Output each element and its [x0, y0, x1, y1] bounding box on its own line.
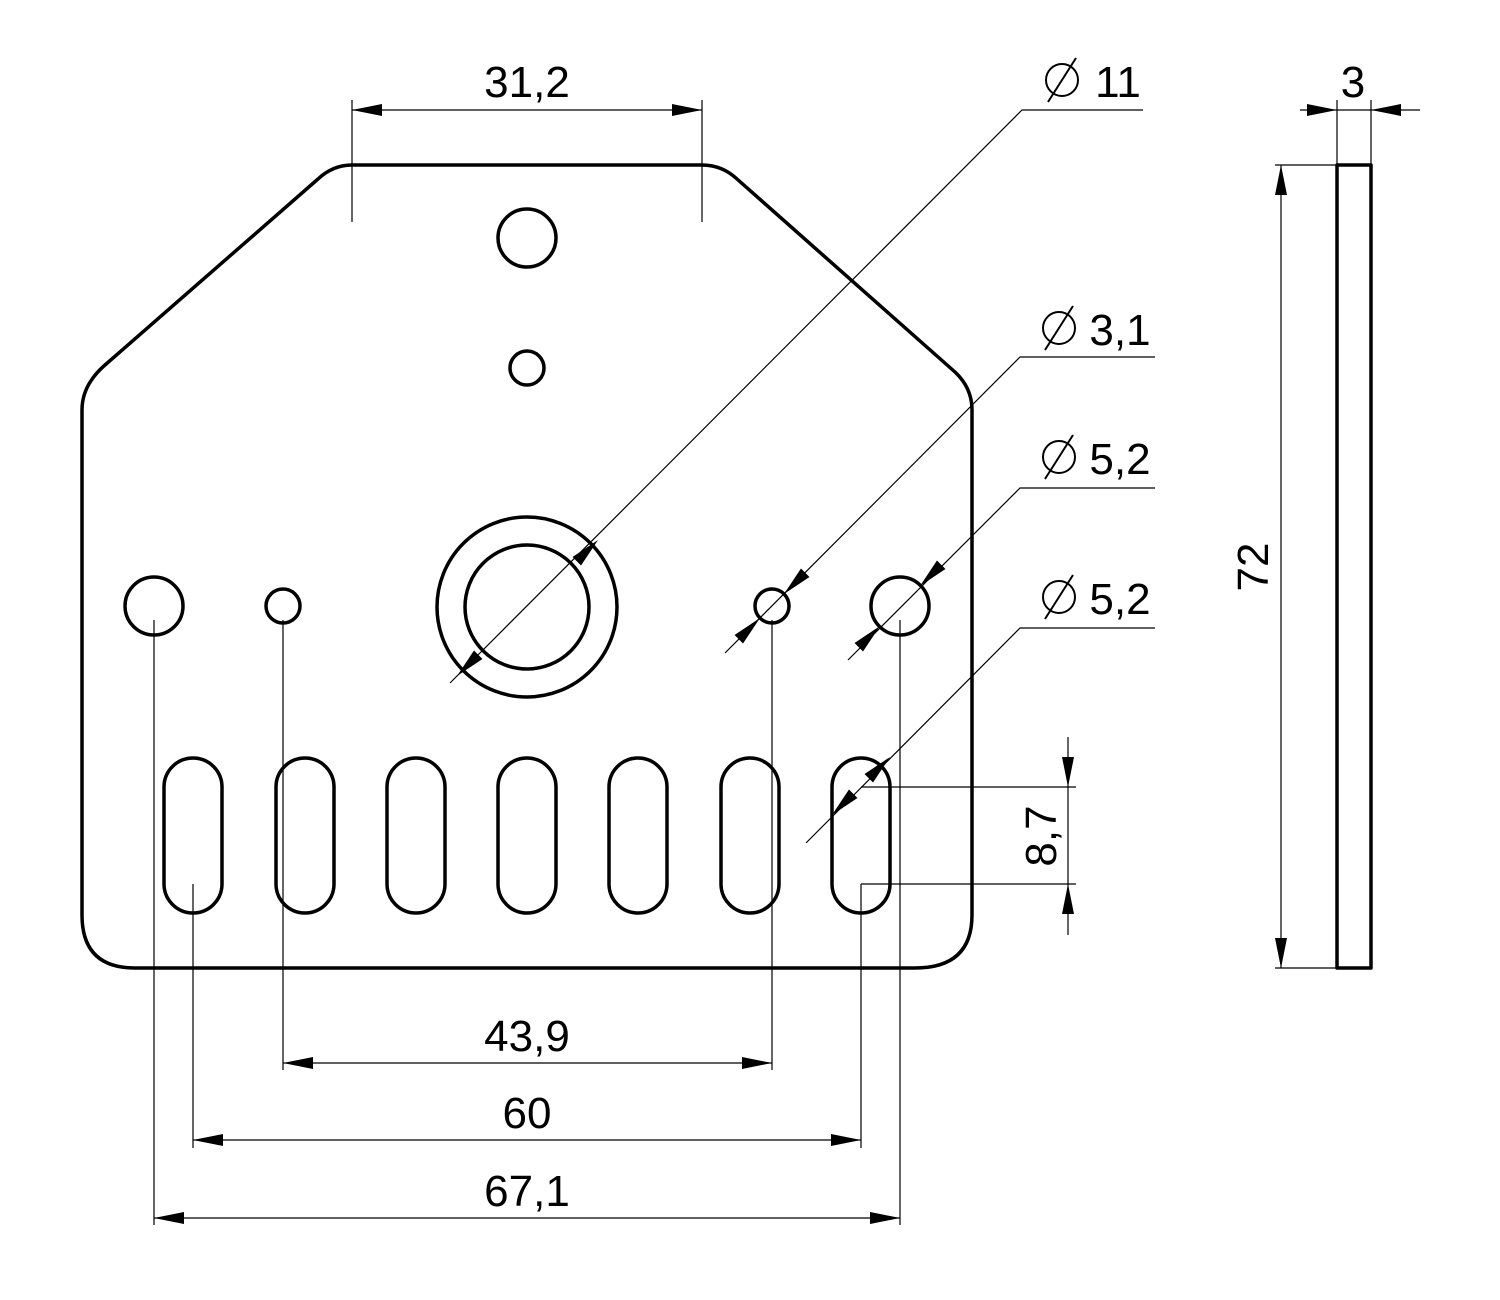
- svg-text:5,2: 5,2: [1089, 575, 1150, 624]
- diameter-icon: [1042, 434, 1076, 480]
- svg-text:3,1: 3,1: [1089, 306, 1150, 355]
- diameter-label-5-2-hole: 5,2: [1042, 434, 1151, 484]
- slot-row: [162, 756, 892, 915]
- center-boss-outer: [435, 515, 619, 699]
- arrowhead: [154, 1212, 184, 1224]
- diameter-icon: [1045, 57, 1079, 103]
- svg-text:11: 11: [1095, 58, 1141, 107]
- arrowhead: [784, 568, 810, 594]
- arrowhead: [1062, 757, 1074, 787]
- arrowhead: [832, 789, 858, 815]
- arrowhead: [672, 104, 702, 116]
- arrowhead: [193, 1134, 223, 1146]
- slot: [162, 756, 224, 915]
- dim-slot-spacing: 60: [503, 1089, 552, 1138]
- arrowhead: [734, 618, 760, 644]
- dim-height: 72: [1229, 543, 1278, 592]
- dimension-arrows: [154, 104, 1401, 1224]
- side-view: [1335, 163, 1373, 970]
- arrowhead: [1275, 165, 1287, 195]
- arrowhead: [1307, 104, 1337, 116]
- arrowhead: [457, 650, 483, 676]
- svg-text:5,2: 5,2: [1089, 435, 1150, 484]
- arrowhead: [1371, 104, 1401, 116]
- top-hole: [496, 207, 558, 269]
- arrowhead: [572, 540, 598, 566]
- center-bore: [463, 543, 591, 671]
- upper-small-hole: [508, 349, 546, 387]
- arrowhead: [870, 1212, 900, 1224]
- slot: [385, 756, 447, 915]
- dim-slot-length: 8,7: [1017, 805, 1066, 866]
- dim-thickness: 3: [1341, 58, 1365, 107]
- arrowhead: [920, 560, 946, 586]
- arrowhead: [864, 757, 890, 783]
- slot: [607, 756, 669, 915]
- arrowhead: [831, 1134, 861, 1146]
- diameter-label-3-1: 3,1: [1042, 305, 1151, 355]
- arrowhead: [854, 626, 880, 652]
- left-small-hole: [264, 587, 302, 625]
- arrowhead: [283, 1057, 313, 1069]
- dimension-lines: [153, 100, 1420, 1225]
- plate-outline: [80, 163, 974, 970]
- dim-hole-spacing-large: 67,1: [484, 1167, 570, 1216]
- dim-hole-spacing-small: 43,9: [484, 1012, 570, 1061]
- arrowhead: [742, 1057, 772, 1069]
- slot: [496, 756, 558, 915]
- diameter-icon: [1042, 574, 1076, 620]
- arrowhead: [1062, 884, 1074, 914]
- slot: [274, 756, 336, 915]
- arrowhead: [1275, 938, 1287, 968]
- slot: [719, 756, 781, 915]
- diameter-label-11: 11: [1045, 57, 1141, 107]
- dim-top-width: 31,2: [484, 58, 570, 107]
- diameter-label-5-2-slot: 5,2: [1042, 574, 1151, 624]
- arrowhead: [352, 104, 382, 116]
- diameter-icon: [1042, 305, 1076, 351]
